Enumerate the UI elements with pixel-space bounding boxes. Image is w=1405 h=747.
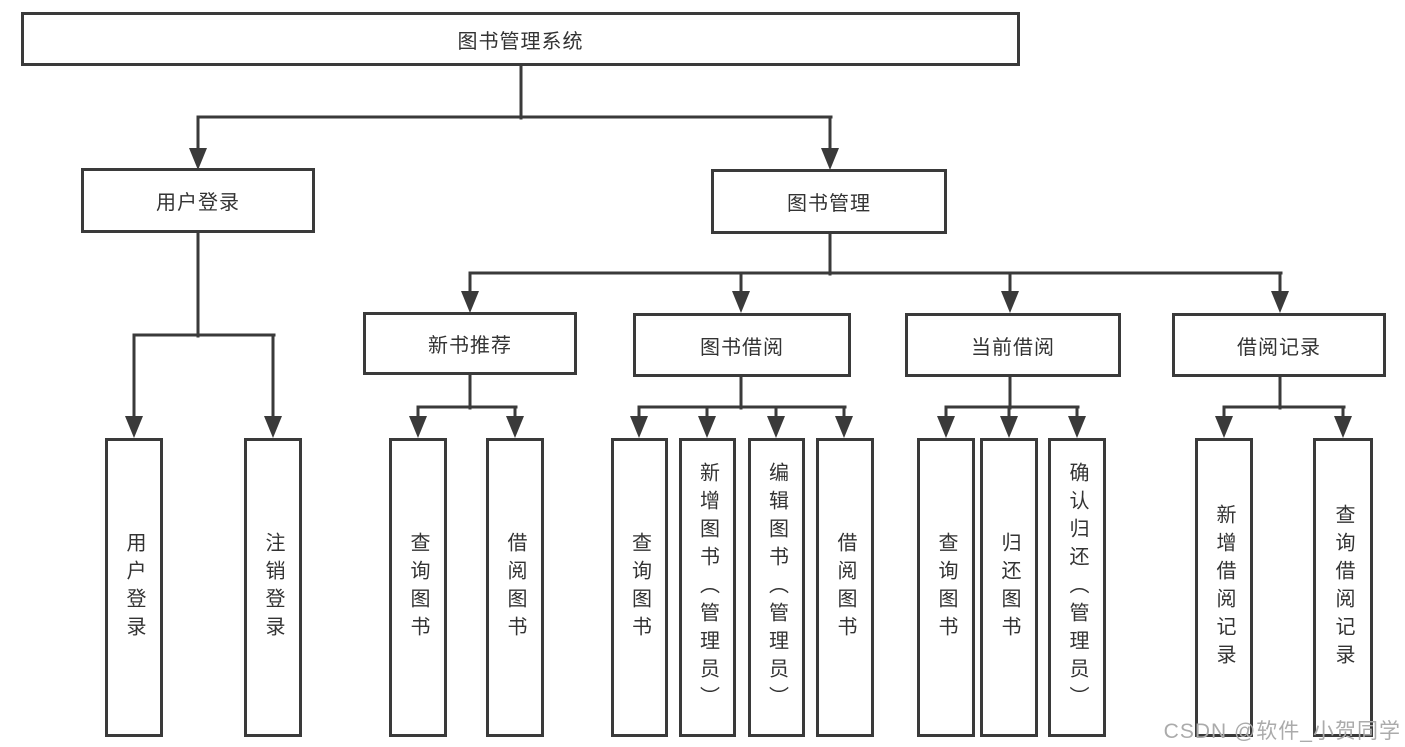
node-new-book-recommend: 新书推荐	[363, 312, 577, 375]
node-label: 借阅记录	[1237, 336, 1321, 359]
node-label: 图书管理	[787, 193, 871, 215]
leaf-record-add: 新增借阅记录	[1195, 438, 1253, 737]
node-user-login: 用户登录	[81, 168, 315, 233]
leaf-newbook-query: 查询图书	[389, 438, 447, 737]
leaf-bookborrow-borrow: 借阅图书	[816, 438, 874, 737]
node-book-management: 图书管理	[711, 169, 947, 234]
leaf-current-return: 归还图书	[980, 438, 1038, 737]
node-label: 归还图书	[998, 531, 1020, 644]
node-library-system: 图书管理系统	[21, 12, 1020, 66]
leaf-bookborrow-add-admin: 新增图书（管理员）	[679, 438, 736, 737]
node-label: 查询借阅记录	[1332, 503, 1354, 672]
leaf-record-query: 查询借阅记录	[1313, 438, 1373, 737]
leaf-current-query: 查询图书	[917, 438, 975, 737]
leaf-current-confirm-admin: 确认归还（管理员）	[1048, 438, 1106, 737]
csdn-watermark: CSDN @软件_小贺同学	[1163, 720, 1401, 743]
node-borrow-records: 借阅记录	[1172, 313, 1386, 377]
node-label: 图书管理系统	[457, 30, 584, 53]
node-label: 查询图书	[407, 531, 429, 644]
node-book-borrow: 图书借阅	[633, 313, 851, 377]
node-label: 用户登录	[123, 531, 145, 644]
node-label: 图书借阅	[700, 336, 784, 359]
node-label: 确认归还（管理员）	[1066, 461, 1088, 714]
node-label: 借阅图书	[504, 531, 526, 644]
node-label: 查询图书	[935, 531, 957, 644]
node-label: 编辑图书（管理员）	[765, 461, 788, 714]
node-label: 注销登录	[262, 531, 284, 644]
node-current-borrow: 当前借阅	[905, 313, 1121, 377]
node-label: 用户登录	[156, 192, 240, 214]
node-label: 当前借阅	[971, 336, 1055, 359]
node-label: 新书推荐	[428, 335, 512, 357]
leaf-logout: 注销登录	[244, 438, 302, 737]
node-label: 新增图书（管理员）	[696, 461, 719, 714]
node-label: 查询图书	[628, 531, 651, 644]
leaf-user-login: 用户登录	[105, 438, 163, 737]
leaf-bookborrow-query: 查询图书	[611, 438, 668, 737]
node-label: 借阅图书	[834, 531, 856, 644]
leaf-newbook-borrow: 借阅图书	[486, 438, 544, 737]
node-label: 新增借阅记录	[1213, 503, 1235, 672]
leaf-bookborrow-edit-admin: 编辑图书（管理员）	[748, 438, 805, 737]
